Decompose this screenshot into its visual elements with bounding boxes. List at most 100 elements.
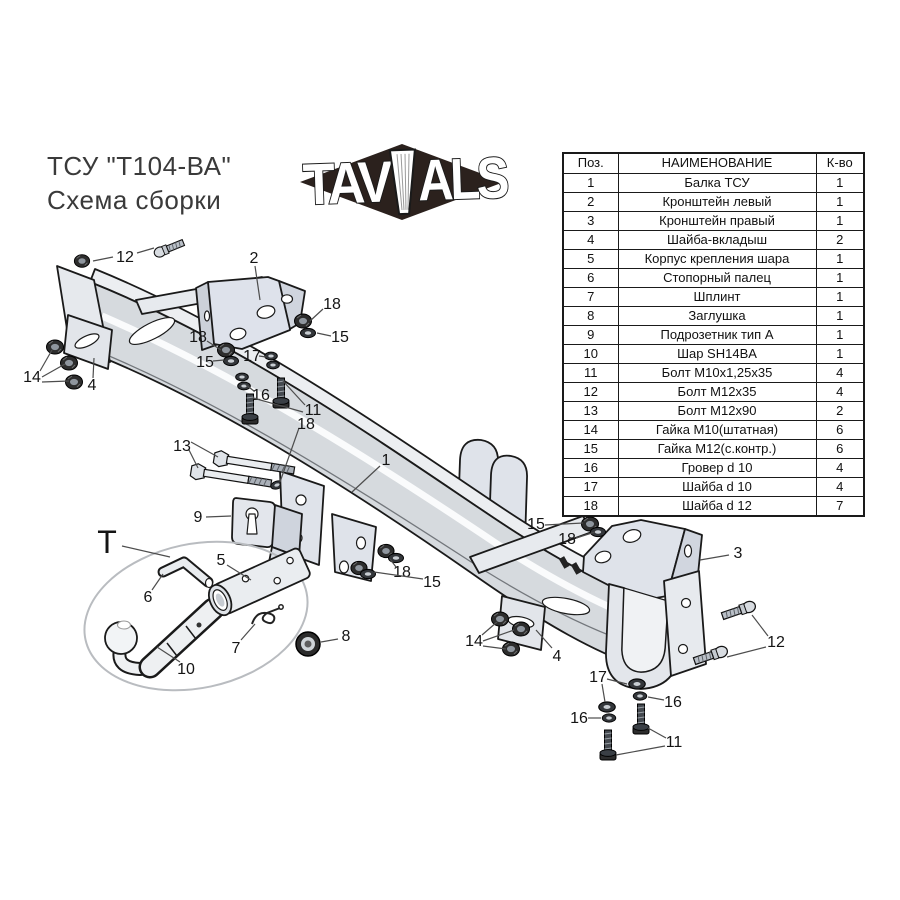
callout-label: 2 — [250, 250, 259, 267]
leader-line — [41, 363, 66, 378]
detail-view-ellipse — [83, 540, 309, 692]
callout-label: 15 — [331, 329, 349, 346]
leader-line — [156, 646, 181, 663]
table-header-row: Поз. НАИМЕНОВАНИЕ К-во — [562, 152, 865, 174]
logo-graphic: TAV ALS — [300, 144, 510, 220]
leader-line — [373, 571, 424, 580]
bottom-fasteners — [598, 678, 650, 761]
table-cell: 7 — [815, 496, 865, 517]
callout-label: 12 — [767, 634, 785, 651]
leader-line — [226, 564, 252, 581]
plug — [295, 631, 321, 657]
leader-line — [252, 397, 304, 413]
main-beam — [56, 265, 655, 669]
leader-line — [190, 441, 219, 458]
callout-label: 15 — [423, 574, 441, 591]
leader-line — [699, 554, 730, 561]
logo-text-left: TAV — [302, 149, 394, 217]
cotter-pin — [251, 604, 284, 625]
right-bracket-flange — [663, 570, 707, 677]
beam-slot-left — [128, 316, 176, 346]
leader-line — [92, 256, 114, 262]
table-cell: 18 — [562, 496, 619, 517]
table-cell: 13 — [562, 401, 619, 421]
leader-line — [245, 384, 255, 392]
leader-line — [258, 355, 267, 358]
leader-line — [212, 359, 225, 362]
leader-line — [282, 380, 306, 406]
leader-line — [575, 531, 596, 539]
table-cell: 12 — [562, 382, 619, 402]
callout-label: 17 — [243, 348, 261, 365]
leader-line — [188, 449, 199, 469]
leader-line — [482, 629, 515, 642]
callout-label: 16 — [570, 710, 588, 727]
leader-line — [320, 638, 339, 643]
detail-view — [83, 540, 311, 692]
col-header-name: НАИМЕНОВАНИЕ — [617, 152, 817, 174]
leader-line — [726, 646, 767, 658]
leader-line — [205, 515, 232, 518]
leader-line — [535, 629, 553, 649]
callout-label: 18 — [393, 564, 411, 581]
callout-label: 15 — [196, 354, 214, 371]
callout-label: 14 — [23, 369, 41, 386]
leader-line — [41, 380, 70, 383]
logo-text-right: ALS — [417, 145, 509, 213]
title-block: ТСУ "Т104-ВА" Схема сборки — [47, 150, 231, 218]
callout-label: 14 — [465, 633, 483, 650]
callout-label: 15 — [527, 516, 545, 533]
page-subtitle: Схема сборки — [47, 184, 222, 215]
callout-label: 9 — [194, 509, 203, 526]
leader-line — [544, 522, 584, 526]
callout-label: 11 — [666, 734, 683, 751]
tow-ball — [104, 597, 225, 679]
leader-line — [136, 247, 155, 254]
leader-line — [481, 621, 498, 636]
table-cell: Шайба d 12 — [617, 496, 817, 517]
callout-label: 11 — [305, 402, 322, 419]
callout-label: 18 — [323, 296, 341, 313]
leader-line — [351, 465, 381, 493]
callout-label: 6 — [144, 589, 153, 606]
leader-line — [39, 349, 53, 372]
leader-line — [279, 427, 300, 483]
callout-label: 7 — [232, 640, 241, 657]
table-cell: Стопорный палец — [617, 268, 817, 288]
leader-line — [482, 645, 507, 650]
callout-label: 17 — [589, 669, 607, 686]
callout-label: 16 — [252, 387, 270, 404]
callout-label: 13 — [173, 438, 191, 455]
table-cell: Шайба d 10 — [617, 477, 817, 497]
callout-label: 3 — [734, 545, 743, 562]
stopper-pin — [157, 556, 214, 589]
page-title: ТСУ "Т104-ВА" — [47, 151, 232, 181]
table-cell: 1 — [815, 192, 865, 212]
table-cell: 15 — [562, 439, 619, 459]
callout-label: 8 — [342, 628, 351, 645]
leader-line — [254, 265, 261, 301]
callout-label: 4 — [553, 648, 562, 665]
leader-line — [309, 308, 324, 322]
leader-line — [389, 558, 397, 568]
leader-line — [606, 678, 628, 685]
leader-line — [151, 573, 164, 591]
right-bracket-fasteners — [558, 516, 606, 575]
callout-label: 5 — [217, 552, 226, 569]
table-cell: Корпус крепления шара — [617, 249, 817, 269]
callout-label: T — [97, 524, 117, 560]
leader-line — [615, 745, 666, 756]
